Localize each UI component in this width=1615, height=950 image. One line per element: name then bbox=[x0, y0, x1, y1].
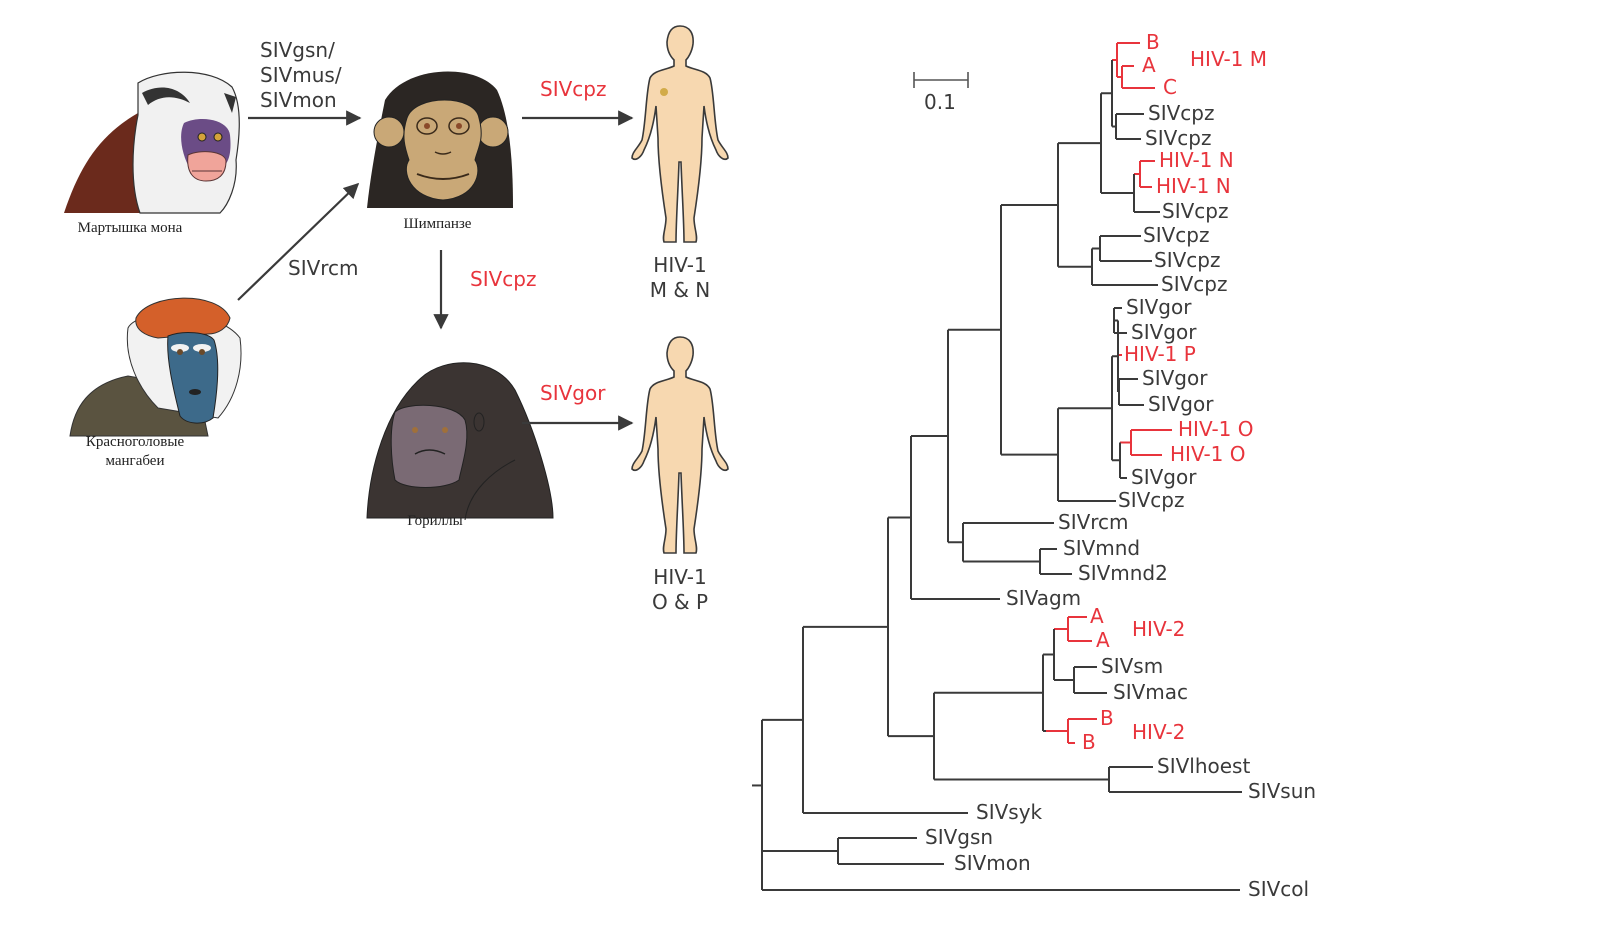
tree-tip-label: SIVsyk bbox=[976, 800, 1043, 824]
tree-tip-label: A bbox=[1142, 53, 1156, 77]
tree-tip-label: HIV-1 O bbox=[1170, 442, 1246, 466]
group-label-hiv2-a: HIV-2 bbox=[1132, 617, 1186, 641]
tree-tip-label: SIVcpz bbox=[1118, 488, 1185, 512]
tree-tip-label: HIV-1 O bbox=[1178, 417, 1254, 441]
tree-tip-label: B bbox=[1082, 730, 1096, 754]
tree-tip-label: SIVgor bbox=[1126, 295, 1192, 319]
tree-tip-label: SIVcpz bbox=[1161, 272, 1228, 296]
mangabey-label-line1: Красноголовые bbox=[85, 434, 185, 450]
arrow-label-line: SIVgsn/ bbox=[260, 38, 335, 62]
tree-tip-label: SIVagm bbox=[1006, 586, 1082, 610]
gorilla-label: Гориллы bbox=[407, 513, 463, 529]
arrow-mangabey-to-chimp bbox=[237, 182, 360, 301]
gorilla-illustration bbox=[366, 362, 554, 521]
tree-tip-label: SIVcol bbox=[1248, 877, 1310, 901]
arrow-label-chimp-to-gorilla: SIVcpz bbox=[470, 267, 537, 291]
chimpanzee-illustration bbox=[367, 71, 513, 209]
transmission-arrows bbox=[237, 110, 634, 431]
tree-tip-label: A bbox=[1096, 628, 1110, 652]
gorilla bbox=[365, 350, 555, 521]
tree-tip-label: SIVmac bbox=[1113, 680, 1189, 704]
tree-tip-label: A bbox=[1090, 604, 1104, 628]
human-2-label-line1: HIV-1 bbox=[653, 565, 707, 589]
human-figure-1 bbox=[628, 22, 732, 250]
group-label-hiv1-m: HIV-1 M bbox=[1190, 47, 1268, 71]
human-2-label-line2: O & P bbox=[651, 590, 709, 614]
mangabey-label-line2: мангабеи bbox=[105, 453, 165, 469]
tree-branches bbox=[752, 42, 1242, 891]
tree-tip-label: SIVsm bbox=[1101, 654, 1164, 678]
mangabey-label: Красноголовые мангабеи bbox=[55, 433, 215, 471]
scale-bar bbox=[913, 72, 969, 88]
tree-tip-label: SIVcpz bbox=[1143, 223, 1210, 247]
group-label-hiv2-b: HIV-2 bbox=[1132, 720, 1186, 744]
chimpanzee bbox=[365, 60, 515, 210]
tree-tip-label: B bbox=[1100, 706, 1114, 730]
tree-tip-label: SIVgor bbox=[1131, 465, 1197, 489]
red-capped-mangabey bbox=[68, 288, 248, 438]
mona-monkey-illustration bbox=[64, 71, 240, 214]
mona-monkey-label: Мартышка мона bbox=[77, 220, 183, 236]
tree-tip-label: HIV-1 N bbox=[1156, 174, 1231, 198]
chimpanzee-label: Шимпанзе bbox=[403, 216, 472, 232]
tree-tip-label: SIVcpz bbox=[1145, 126, 1212, 150]
human-2-label: HIV-1 O & P bbox=[640, 565, 720, 615]
tree-tip-label: B bbox=[1146, 30, 1160, 54]
arrow-label-gorilla-to-human: SIVgor bbox=[540, 381, 606, 405]
tree-tip-label: SIVcpz bbox=[1154, 248, 1221, 272]
arrow-label-chimp-to-human: SIVcpz bbox=[540, 77, 607, 101]
human-1-label: HIV-1 M & N bbox=[640, 253, 720, 303]
tree-tip-label: SIVgor bbox=[1142, 366, 1208, 390]
tree-tip-label: SIVgor bbox=[1148, 392, 1214, 416]
tree-tip-label: SIVmnd bbox=[1063, 536, 1141, 560]
tree-tip-label: SIVcpz bbox=[1148, 101, 1215, 125]
tree-tip-label: SIVcpz bbox=[1162, 199, 1229, 223]
tree-tip-label: SIVgsn bbox=[925, 825, 994, 849]
human-figure-icon bbox=[628, 22, 732, 250]
human-1-label-line2: M & N bbox=[649, 278, 711, 302]
human-1-label-line1: HIV-1 bbox=[653, 253, 707, 277]
tree-tip-label: SIVrcm bbox=[1058, 510, 1129, 534]
arrow-label-line: SIVmon bbox=[260, 88, 337, 112]
tree-tip-label: SIVgor bbox=[1131, 320, 1197, 344]
tree-tip-label: C bbox=[1163, 75, 1177, 99]
tree-tip-label: SIVmon bbox=[954, 851, 1031, 875]
tree-tip-label: SIVsun bbox=[1248, 779, 1317, 803]
tree-tip-label: SIVmnd2 bbox=[1078, 561, 1168, 585]
arrow-label-line: SIVmus/ bbox=[260, 63, 342, 87]
mona-monkey bbox=[60, 65, 250, 215]
tree-tip-label: HIV-1 P bbox=[1124, 342, 1196, 366]
red-capped-mangabey-illustration bbox=[69, 297, 242, 437]
tree-tip-label: SIVlhoest bbox=[1157, 754, 1251, 778]
scale-bar-label: 0.1 bbox=[924, 90, 956, 114]
arrow-label-mona-to-chimp: SIVgsn/ SIVmus/ SIVmon bbox=[260, 38, 342, 113]
arrow-label-mangabey-to-chimp: SIVrcm bbox=[288, 256, 359, 280]
tree-tip-label: HIV-1 N bbox=[1159, 148, 1234, 172]
